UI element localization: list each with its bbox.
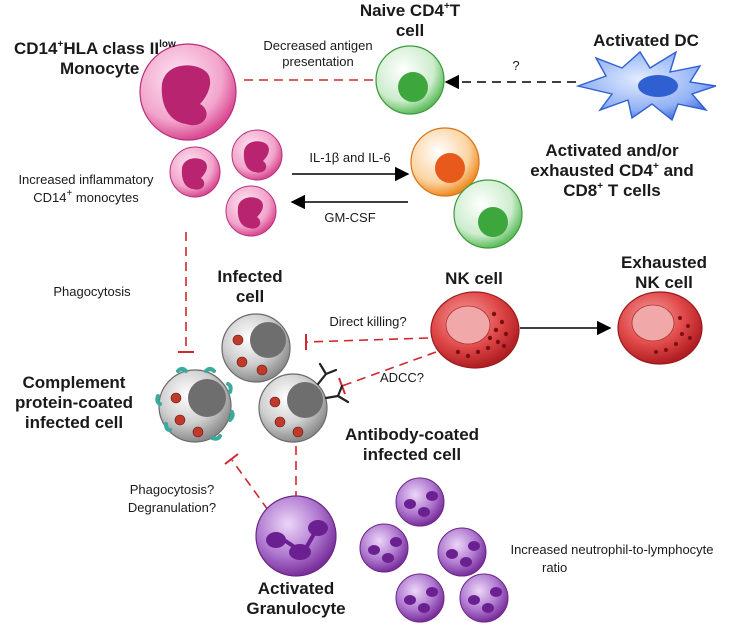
label-monocyte-low-line2: Monocyte (60, 59, 139, 78)
neutrophil-2 (359, 523, 409, 573)
label-il: IL-1β and IL-6 (309, 150, 390, 165)
label-infected-line2: cell (236, 287, 264, 306)
label-direct-killing: Direct killing? (329, 314, 406, 329)
infected-cell (221, 313, 291, 383)
naive-cd4-t-cell (375, 45, 445, 115)
label-granulocyte-line2: Granulocyte (246, 599, 345, 618)
label-inflammatory-line2: CD14+ monocytes (33, 188, 139, 205)
inflammatory-monocyte-1 (169, 146, 221, 198)
inflammatory-monocyte-2 (231, 129, 283, 181)
label-neutrophil-ratio-line1: Increased neutrophil-to-lymphocyte (510, 542, 713, 557)
inhibit-bar-granulocyte-complement (224, 453, 239, 465)
label-inflammatory-line1: Increased inflammatory (18, 172, 154, 187)
neutrophil-5 (459, 573, 509, 623)
label-monocyte-low: CD14+HLA class IIlow (14, 39, 176, 58)
complement-coated-cell (155, 367, 235, 443)
label-gmcsf: GM-CSF (324, 210, 375, 225)
activated-granulocyte (255, 495, 337, 577)
neutrophil-4 (395, 573, 445, 623)
label-nk-cell: NK cell (445, 269, 503, 288)
label-complement-line3: infected cell (25, 413, 123, 432)
label-complement-line1: Complement (23, 373, 126, 392)
antibody-icons (316, 362, 350, 404)
label-phagocytosis: Phagocytosis (53, 284, 131, 299)
label-activated-dc: Activated DC (593, 31, 699, 50)
complement-proteins (155, 367, 235, 441)
label-activated-t-line1: Activated and/or (545, 141, 679, 160)
nk-cell (430, 291, 520, 369)
inhibit-line-granulocyte-complement (231, 459, 269, 511)
activated-dc-cell (575, 50, 717, 122)
label-granulocyte-action-line2: Degranulation? (128, 500, 216, 515)
label-granulocyte-line1: Activated (258, 579, 335, 598)
label-antigen-line2: presentation (282, 54, 354, 69)
label-antigen-line1: Decreased antigen (263, 38, 372, 53)
label-naive-cd4-line2: cell (396, 21, 424, 40)
monocyte-low-cell (139, 43, 237, 141)
activated-cd8-t-cell (453, 179, 523, 249)
label-infected-line1: Infected (217, 267, 282, 286)
exhausted-nk-cell (617, 291, 703, 365)
inflammatory-monocyte-3 (225, 185, 277, 237)
neutrophil-1 (395, 477, 445, 527)
label-activated-t-line2: exhausted CD4+ and (530, 161, 694, 180)
label-antibody-line1: Antibody-coated (345, 425, 479, 444)
label-question: ? (512, 58, 519, 73)
label-antibody-line2: infected cell (363, 445, 461, 464)
label-activated-t-line3: CD8+ T cells (563, 181, 661, 200)
label-granulocyte-action-line1: Phagocytosis? (130, 482, 215, 497)
neutrophil-3 (437, 527, 487, 577)
label-complement-line2: protein-coated (15, 393, 133, 412)
label-exhausted-nk-line2: NK cell (635, 273, 693, 292)
label-neutrophil-ratio-line2: ratio (542, 560, 567, 575)
antibody-coated-cell (258, 362, 350, 443)
inhibit-line-direct-killing (305, 337, 429, 343)
label-adcc: ADCC? (380, 370, 424, 385)
inhibit-line-adcc (341, 351, 437, 387)
virus-particles-infected (232, 334, 268, 376)
label-naive-cd4: Naive CD4+T (360, 1, 461, 20)
activated-cd4-t-cell (410, 127, 480, 197)
label-exhausted-nk-line1: Exhausted (621, 253, 707, 272)
